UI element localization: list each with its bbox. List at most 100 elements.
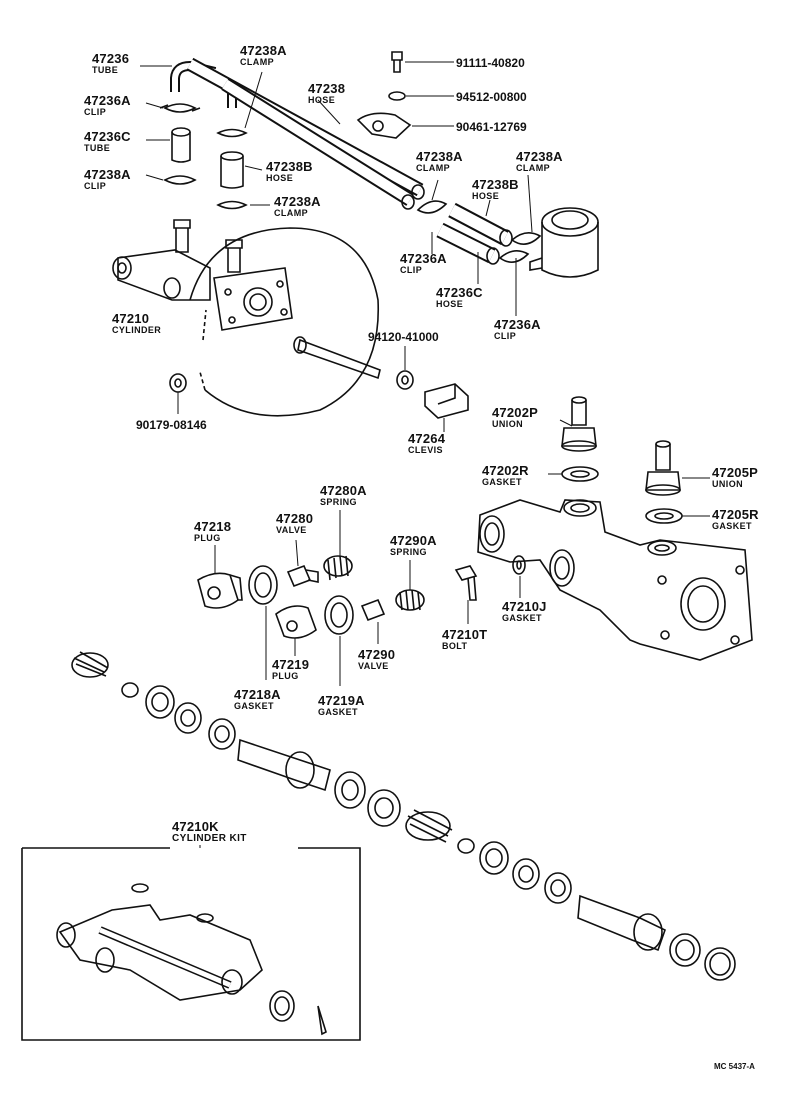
part-number: 47205R [712,507,759,522]
part-name: CLIP [494,331,517,341]
part-number: 47280 [276,511,314,526]
part-number: 47264 [408,431,446,446]
part-name: GASKET [712,521,752,531]
part-number: 47210 [112,311,150,326]
diagram-code: MC 5437-A [714,1062,755,1071]
part-name: HOSE [436,299,464,309]
part-number: 47236 [92,51,130,66]
part-name: VALVE [276,525,307,535]
cylinder-kit-box [22,848,360,1040]
clamp-47238a-right [418,201,446,213]
valve-47280 [288,566,318,586]
bolt-91111 [392,52,402,72]
part-number-90461: 90461-12769 [456,120,527,134]
part-number-90179: 90179-08146 [136,418,207,432]
part-number: 47238A [516,149,563,164]
part-name: HOSE [308,95,336,105]
part-name: HOSE [472,191,500,201]
part-number: 47236A [84,93,131,108]
gasket-47202r [562,467,598,481]
hose-47238b-right [440,210,512,264]
valve-47290 [362,600,384,620]
part-name: PLUG [194,533,221,543]
part-number: 47210T [442,627,488,642]
part-number: 47236A [400,251,447,266]
clip-47236a-right [500,233,540,262]
housing [478,500,752,660]
part-name: GASKET [318,707,358,717]
gasket-47205r [646,509,682,523]
part-name: UNION [712,479,743,489]
part-number: 47218 [194,519,232,534]
nut-94120 [397,371,413,389]
part-name: CLIP [84,181,107,191]
gasket-47219a [325,596,353,634]
part-name: GASKET [482,477,522,487]
part-name: CLAMP [416,163,450,173]
tube-47236c-left [172,128,190,162]
part-number: 47236A [494,317,541,332]
part-name: CLIP [400,265,423,275]
part-number: 47280A [320,483,367,498]
part-name: CLAMP [240,57,274,67]
internal-parts-row [72,652,735,980]
part-name: SPRING [390,547,427,557]
union-47205p [646,441,680,495]
booster-outline [190,228,378,416]
part-name: CLIP [84,107,107,117]
part-name: GASKET [234,701,274,711]
part-number: 47238 [308,81,346,96]
spring-47290a [396,590,424,610]
part-name: PLUG [272,671,299,681]
part-number: 47238B [266,159,313,174]
leader-lines [140,62,710,848]
bracket-90461 [358,113,410,138]
clip-47236a-left [160,104,200,112]
part-number: 47218A [234,687,281,702]
part-number: 47236C [84,129,131,144]
part-name: CYLINDER KIT [172,833,247,844]
part-name: VALVE [358,661,389,671]
nut-90179 [170,374,186,392]
part-number: 47290 [358,647,396,662]
part-number: 47210J [502,599,547,614]
part-name: TUBE [92,65,119,75]
part-name: BOLT [442,641,468,651]
part-number: 47238A [416,149,463,164]
reservoir [530,208,598,277]
part-name: CYLINDER [112,325,162,335]
bolt-47210t [456,566,476,600]
part-name: HOSE [266,173,294,183]
part-number-94512: 94512-00800 [456,90,527,104]
part-number: 47238A [240,43,287,58]
part-name: CLAMP [516,163,550,173]
gasket-47218a [249,566,277,604]
part-number-91111: 91111-40820 [456,56,525,70]
part-name: GASKET [502,613,542,623]
part-name: TUBE [84,143,111,153]
